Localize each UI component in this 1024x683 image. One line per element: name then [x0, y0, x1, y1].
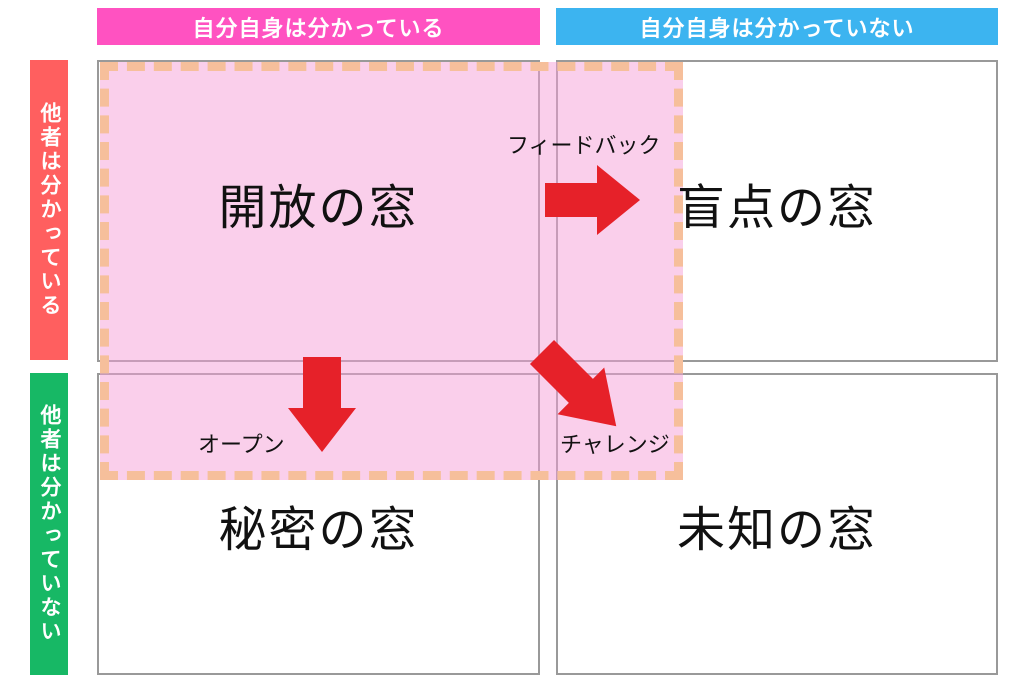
- open-arrow-label: オープン: [198, 432, 285, 457]
- quadrant-unknown-window-title: 未知の窓: [676, 504, 877, 557]
- column-header-unknown-to-self: 自分自身は分かっていない: [556, 8, 998, 45]
- quadrant-open-window-title: 開放の窓: [218, 182, 419, 235]
- column-header-unknown-to-self-label: 自分自身は分かっていない: [639, 15, 915, 41]
- row-header-unknown-to-others: 他者は分かっていない: [30, 373, 68, 675]
- feedback-arrow-label: フィードバック: [507, 133, 661, 158]
- quadrant-blind-window-title: 盲点の窓: [676, 182, 877, 235]
- row-header-unknown-to-others-label: 他者は分かっていない: [38, 404, 61, 644]
- column-header-known-to-self: 自分自身は分かっている: [97, 8, 540, 45]
- row-header-known-to-others-label: 他者は分かっている: [38, 102, 61, 318]
- row-header-known-to-others: 他者は分かっている: [30, 60, 68, 360]
- expansion-overlay: [100, 62, 683, 480]
- quadrant-hidden-window-title: 秘密の窓: [218, 504, 419, 557]
- challenge-arrow-label: チャレンジ: [560, 432, 670, 457]
- column-header-known-to-self-label: 自分自身は分かっている: [192, 15, 445, 41]
